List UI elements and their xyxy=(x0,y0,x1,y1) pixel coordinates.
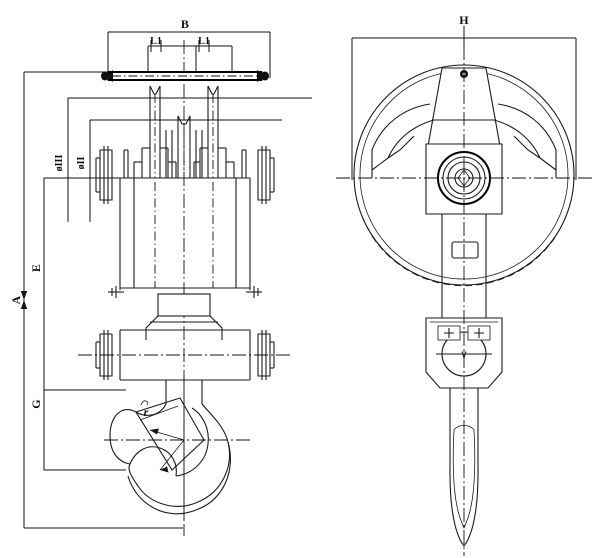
dim-label-A: A xyxy=(9,295,23,304)
dim-label-r: r xyxy=(144,405,149,419)
oblong-slot xyxy=(451,241,479,259)
sheave-pulley-stack xyxy=(95,85,275,290)
front-view-dimension-lines xyxy=(20,31,312,529)
hook-body xyxy=(104,380,252,520)
side-elevation-view: H xyxy=(336,13,592,556)
dim-label-L1-right: L1 xyxy=(198,36,210,47)
side-view-dimension-lines xyxy=(351,26,577,180)
dim-label-G: G xyxy=(29,399,43,409)
side-shank-plate xyxy=(441,214,487,330)
dim-label-B: B xyxy=(181,17,189,31)
dim-label-L1-left: L1 xyxy=(150,36,162,47)
sheave-axle-shaft xyxy=(101,70,269,82)
dim-label-diameter-outer: øIII xyxy=(54,155,65,172)
hook-shank-side xyxy=(449,388,479,547)
front-elevation-view: B L1 L1 øIII øII A E G xyxy=(9,17,312,536)
dim-label-H: H xyxy=(459,13,469,27)
crosshead-trunnion-block xyxy=(78,286,292,381)
sheave-web-ribs xyxy=(371,103,557,178)
dim-label-E: E xyxy=(29,264,43,272)
dim-label-diameter-inner: øII xyxy=(76,157,87,170)
